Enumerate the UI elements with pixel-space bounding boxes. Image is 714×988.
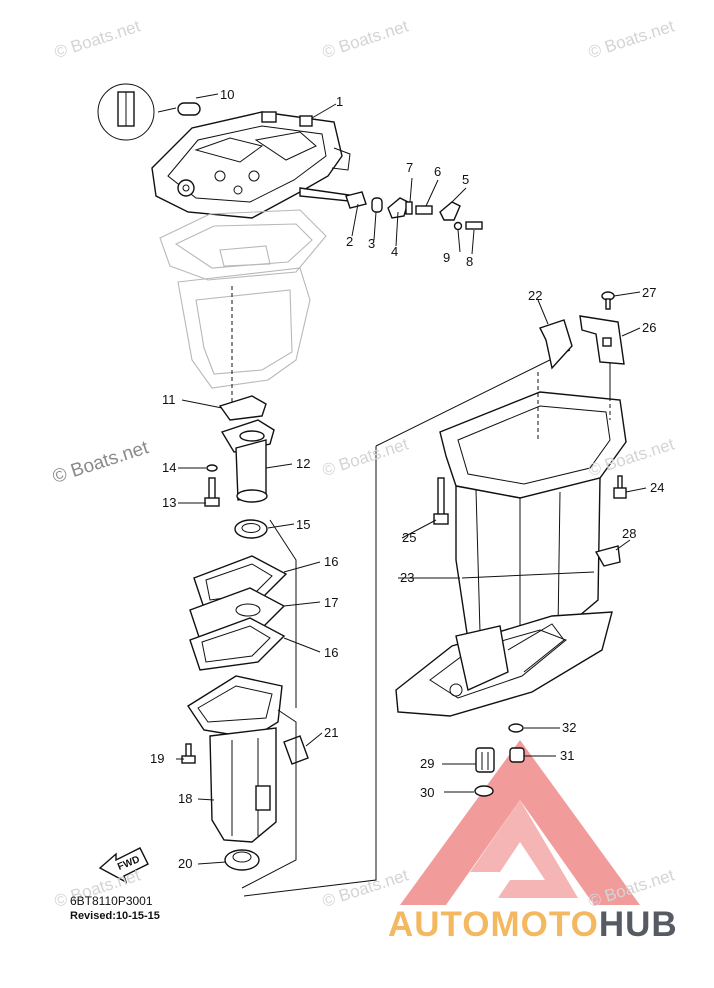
callout-23: 23 xyxy=(400,570,414,585)
automotohub-logo: AUTOMOTOHUB xyxy=(388,905,678,945)
callout-29: 29 xyxy=(420,756,434,771)
callout-1: 1 xyxy=(336,94,343,109)
callout-27: 27 xyxy=(642,285,656,300)
callout-25: 25 xyxy=(402,530,416,545)
shift-parts xyxy=(299,187,483,231)
logo-text-automoto: AUTOMOTO xyxy=(388,905,599,944)
callout-13: 13 xyxy=(162,495,176,510)
callout-14: 14 xyxy=(162,460,176,475)
callout-11: 11 xyxy=(162,392,176,407)
logo-triangle xyxy=(400,740,640,905)
faint-housing xyxy=(159,209,327,389)
callout-2: 2 xyxy=(346,234,353,249)
callout-9: 9 xyxy=(443,250,450,265)
callout-12: 12 xyxy=(296,456,310,471)
callout-7: 7 xyxy=(406,160,413,175)
diagram-code: 6BT8110P3001 xyxy=(70,894,153,908)
lower-casing xyxy=(243,348,627,897)
callout-19: 19 xyxy=(150,751,164,766)
callout-15: 15 xyxy=(296,517,310,532)
callout-26: 26 xyxy=(642,320,656,335)
callout-3: 3 xyxy=(368,236,375,251)
inset-detail xyxy=(97,83,201,141)
callout-16-top: 16 xyxy=(324,554,338,569)
left-column-parts xyxy=(181,286,309,889)
callout-17: 17 xyxy=(324,595,338,610)
callout-21: 21 xyxy=(324,725,338,740)
callout-30: 30 xyxy=(420,785,434,800)
callout-20: 20 xyxy=(178,856,192,871)
callout-32: 32 xyxy=(562,720,576,735)
callout-10: 10 xyxy=(220,87,234,102)
callout-5: 5 xyxy=(462,172,469,187)
callout-28: 28 xyxy=(622,526,636,541)
callout-18: 18 xyxy=(178,791,192,806)
callout-8: 8 xyxy=(466,254,473,269)
diagram-code-block: 6BT8110P3001 Revised:10-15-15 xyxy=(70,894,160,924)
leader-lines xyxy=(176,93,647,865)
callout-22: 22 xyxy=(528,288,542,303)
callout-24: 24 xyxy=(650,480,664,495)
revised-date: Revised:10-15-15 xyxy=(70,910,160,922)
fwd-arrow: FWD xyxy=(98,847,149,884)
callout-4: 4 xyxy=(391,244,398,259)
callout-6: 6 xyxy=(434,164,441,179)
callout-numbers: 1 2 3 4 5 6 7 8 9 10 11 12 13 14 15 16 1… xyxy=(150,87,664,871)
logo-text-hub: HUB xyxy=(598,905,678,944)
right-side-parts xyxy=(433,291,627,797)
upper-casing xyxy=(151,111,351,219)
callout-16-bottom: 16 xyxy=(324,645,338,660)
callout-31: 31 xyxy=(560,748,574,763)
